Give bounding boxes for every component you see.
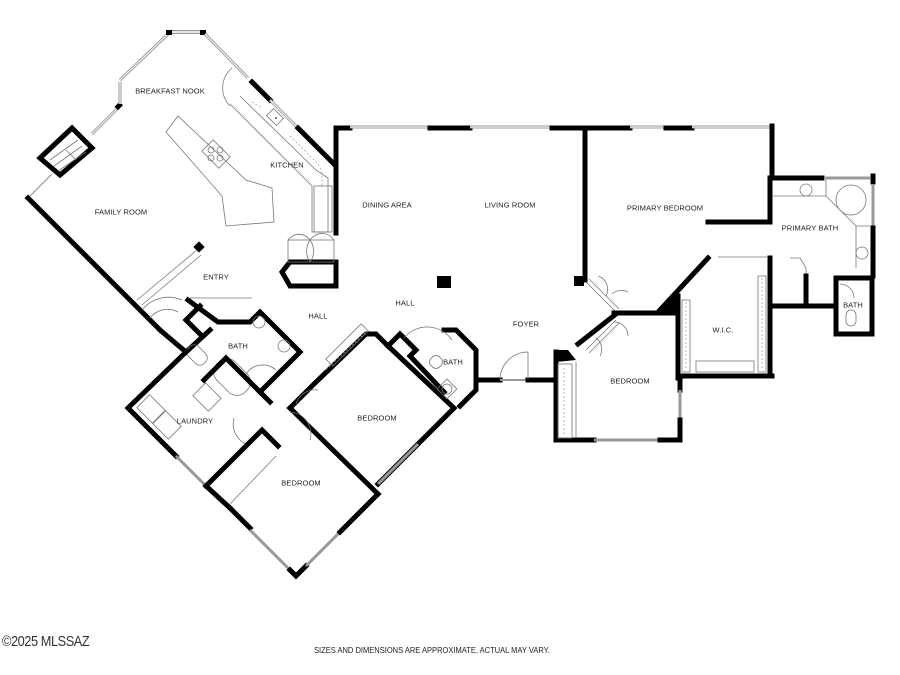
room-label-wic: W.I.C. <box>712 325 734 335</box>
room-label-foyer: FOYER <box>512 319 540 329</box>
fireplace-hatch <box>49 139 87 172</box>
entry-area <box>136 233 339 319</box>
room-label-bath: BATH <box>228 341 248 351</box>
disclaimer-text: SIZES AND DIMENSIONS ARE APPROXIMATE, AC… <box>314 646 550 655</box>
room-label-entry: ENTRY <box>203 272 229 282</box>
room-label-primary-bedroom: PRIMARY BEDROOM <box>626 203 704 213</box>
primary-suite-walls <box>601 123 876 381</box>
southwest-wing-walls <box>124 296 483 580</box>
cooktop-icon <box>201 139 231 169</box>
room-label-bedroom: BEDROOM <box>281 478 321 488</box>
room-label-laundry: LAUNDRY <box>176 416 214 426</box>
room-label-dining-area: DINING AREA <box>362 200 412 210</box>
room-label-bedroom: BEDROOM <box>357 413 397 423</box>
room-label-bath: BATH <box>443 357 463 367</box>
room-label-hall: HALL <box>308 311 328 321</box>
room-label-family-room: FAMILY ROOM <box>94 207 148 217</box>
central-walls <box>333 125 629 383</box>
room-label-bath: BATH <box>843 300 863 310</box>
copyright-watermark: ©2025 MLSSAZ <box>2 633 90 650</box>
kitchen-fixtures <box>165 67 333 233</box>
room-label-breakfast-nook: BREAKFAST NOOK <box>135 86 205 96</box>
room-label-bedroom: BEDROOM <box>610 376 650 386</box>
room-label-living-room: LIVING ROOM <box>484 200 536 210</box>
bedroom-3-walls <box>553 310 683 443</box>
room-label-hall: HALL <box>395 298 415 308</box>
room-label-primary-bath: PRIMARY BATH <box>781 223 839 233</box>
room-label-kitchen: KITCHEN <box>270 160 304 170</box>
